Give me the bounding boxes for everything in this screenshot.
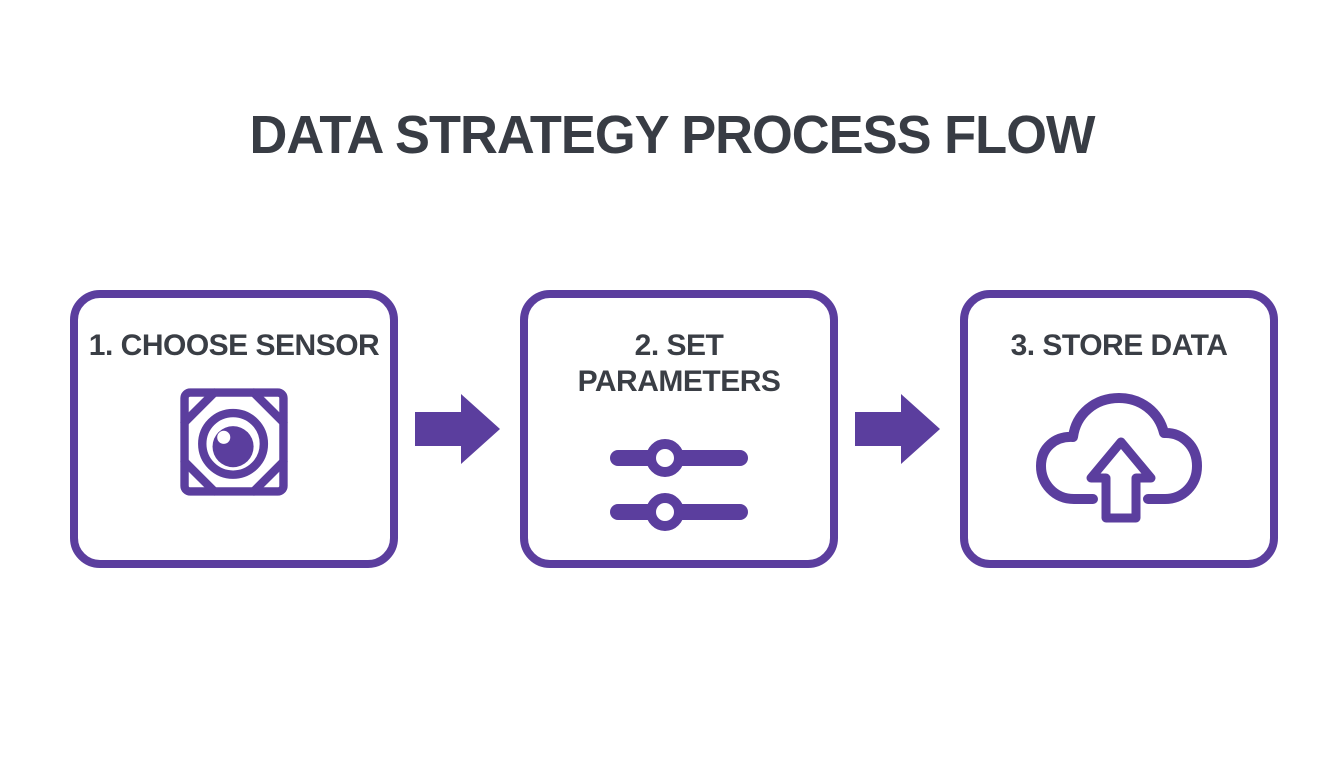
step-card-set-parameters: 2. SET PARAMETERS [520, 290, 838, 568]
step-label: 1. CHOOSE SENSOR [88, 329, 380, 362]
page-title: DATA STRATEGY PROCESS FLOW [249, 105, 1096, 165]
flow-row: 1. CHOOSE SENSOR [70, 290, 1278, 568]
step-card-store-data: 3. STORE DATA [960, 290, 1278, 568]
camera-sensor-icon [164, 372, 304, 512]
cloud-upload-icon [1029, 386, 1209, 526]
step-label: 2. SET PARAMETERS [577, 329, 781, 398]
sliders-icon [609, 430, 749, 540]
arrow-right-icon [415, 391, 503, 467]
step-card-choose-sensor: 1. CHOOSE SENSOR [70, 290, 398, 568]
flow-connector [398, 290, 520, 568]
flow-connector [838, 290, 960, 568]
step-label: 3. STORE DATA [1010, 329, 1228, 362]
arrow-right-icon [855, 391, 943, 467]
